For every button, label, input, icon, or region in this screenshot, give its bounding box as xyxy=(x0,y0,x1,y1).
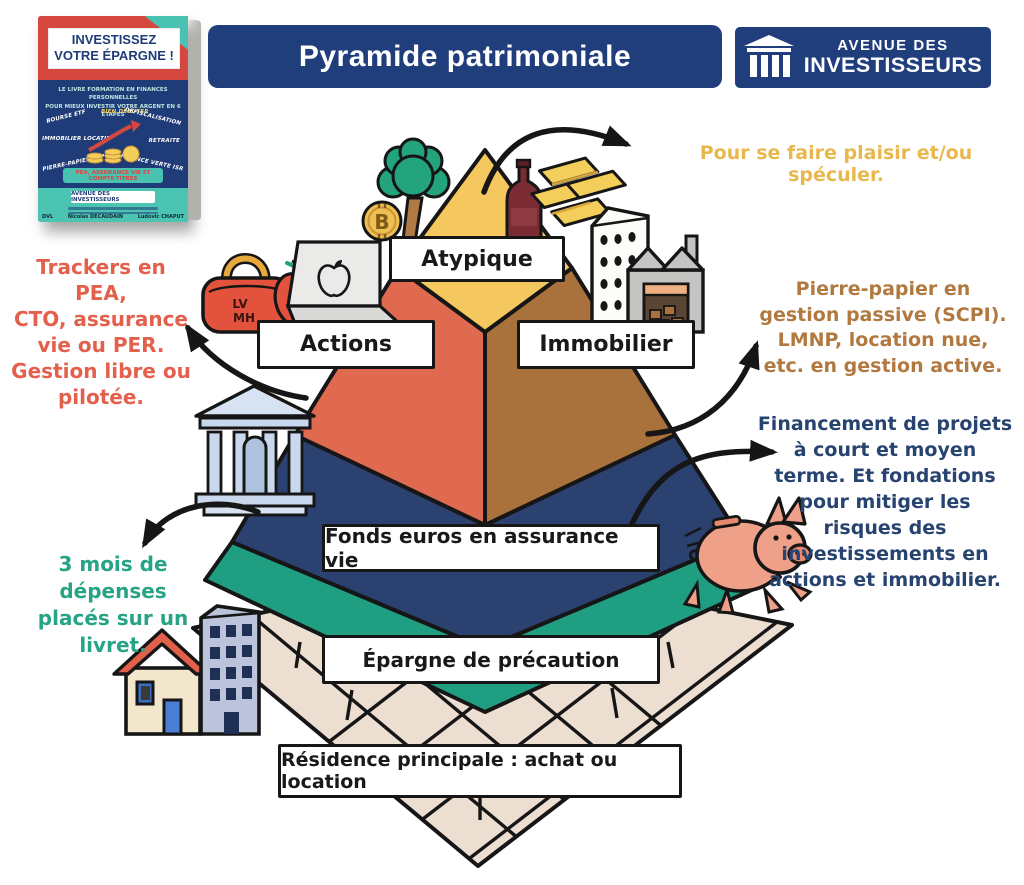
svg-text:MH: MH xyxy=(233,311,255,325)
annotation-arrows xyxy=(142,125,778,549)
brand-name-line2: INVESTISSEURS xyxy=(803,53,983,78)
level-label-actions: Actions xyxy=(257,320,435,369)
book-tagline: BIEN DÉBUTER xyxy=(101,109,149,115)
book-cover-bottom: AVENUE DES INVESTISSEURS DVL Nicolas DEC… xyxy=(38,188,188,222)
arrow-to-atypique-note xyxy=(481,125,632,195)
book-cover-top: INVESTISSEZ VOTRE ÉPARGNE ! xyxy=(38,16,188,80)
book-keyword: RETRAITE xyxy=(148,138,180,144)
book-coins-chart-icon xyxy=(86,120,141,164)
book-title: INVESTISSEZ VOTRE ÉPARGNE ! xyxy=(48,28,180,69)
book-banner-strip: PEA, ASSURANCE VIE ET COMPTE-TITRES xyxy=(63,168,163,183)
house-icon xyxy=(112,628,212,736)
apple-logo-icon xyxy=(317,260,351,298)
page-title-banner: Pyramide patrimoniale xyxy=(208,25,722,88)
book-brand-box: AVENUE DES INVESTISSEURS xyxy=(71,191,155,203)
book-author: Nicolas DECAUDAIN xyxy=(67,214,124,220)
bitcoin-icon: B xyxy=(361,200,403,242)
piggy-bank-icon xyxy=(682,496,813,615)
svg-text:B: B xyxy=(374,210,389,234)
book-small-text-bar xyxy=(68,211,158,214)
laptop-icon xyxy=(285,240,407,328)
note-immobilier: Pierre-papier en gestion passive (SCPI).… xyxy=(759,278,1007,377)
note-fonds-euros: Financement de projets à court et moyen … xyxy=(757,413,1013,592)
arrow-to-fonds-note xyxy=(627,439,778,531)
level-label-immobilier: Immobilier xyxy=(517,320,695,369)
book-small-text-bar xyxy=(68,207,158,210)
bank-columns-icon xyxy=(743,34,794,77)
gold-bars-icon xyxy=(530,156,627,228)
book-keyword: IMMOBILIER LOCATIF xyxy=(42,136,111,142)
arrow-to-immobilier-note xyxy=(645,340,760,437)
level-label-fonds-euros: Fonds euros en assurance vie xyxy=(322,524,660,572)
arrow-to-epargne-note xyxy=(142,501,261,549)
level-label-residence: Résidence principale : achat ou location xyxy=(278,744,682,798)
book-author: Ludovic CHAPUT xyxy=(137,214,184,220)
note-epargne: 3 mois de dépenses placés sur un livret. xyxy=(37,552,189,657)
apartment-building-icon xyxy=(199,604,261,736)
note-atypique: Pour se faire plaisir et/ou spéculer. xyxy=(699,142,973,186)
book-pages-edge xyxy=(188,19,201,221)
book-subtitle: LE LIVRE FORMATION EN FINANCES PERSONNEL… xyxy=(45,87,181,118)
book-cover: INVESTISSEZ VOTRE ÉPARGNE ! LE LIVRE FOR… xyxy=(36,14,208,230)
bank-building-icon xyxy=(194,384,316,517)
brand-name-line1: AVENUE DES xyxy=(837,37,949,55)
svg-text:LV: LV xyxy=(232,297,248,311)
book-publisher: DVL xyxy=(42,214,54,220)
brand-logo: AVENUE DES INVESTISSEURS xyxy=(735,27,991,88)
wine-bottle-icon xyxy=(505,158,543,248)
arrow-to-actions-note xyxy=(184,322,309,401)
level-label-epargne: Épargne de précaution xyxy=(322,635,660,684)
book-front-cover: INVESTISSEZ VOTRE ÉPARGNE ! LE LIVRE FOR… xyxy=(38,16,188,222)
note-actions: Trackers en PEA, CTO, assurance vie ou P… xyxy=(11,255,191,409)
page-title: Pyramide patrimoniale xyxy=(298,39,632,73)
factory-building-icon xyxy=(626,234,705,334)
level-label-atypique: Atypique xyxy=(389,236,565,282)
